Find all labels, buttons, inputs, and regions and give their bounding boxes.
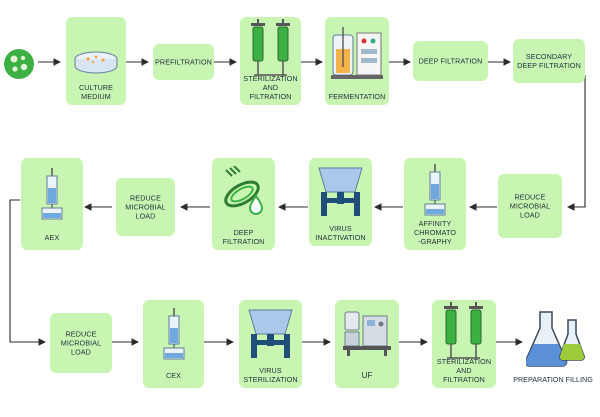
- step-fermentation-label: FERMENTATION: [328, 92, 386, 101]
- step-culture-medium-label: CULTURE MEDIUM: [78, 83, 114, 101]
- step-reduce-microbial-load-3: REDUCE MICROBIAL LOAD: [50, 313, 112, 373]
- step-reduce-microbial-load-2: REDUCE MICROBIAL LOAD: [116, 178, 175, 236]
- step-reduce-microbial-load-3-label: REDUCE MICROBIAL LOAD: [60, 329, 102, 357]
- step-cex: CEX: [143, 300, 204, 388]
- ultrafiltration-machine-icon: [343, 311, 391, 356]
- arrow-secondary-to-reduce: [566, 75, 586, 211]
- step-sterilization-filtration-1: STERILIZATION AND FILTRATION: [240, 17, 301, 105]
- filter-cartridges-icon: [251, 19, 290, 76]
- flasks-icon: [526, 311, 585, 367]
- step-deep-filtration-1-label: DEEP FILTRATION: [418, 56, 483, 66]
- step-affinity-chromatography: AFFINITY CHROMATO -GRAPHY: [404, 158, 466, 250]
- step-prefiltration: PREFILTRATION: [153, 44, 214, 80]
- step-virus-inactivation: VIRUS INACTIVATION: [309, 158, 372, 246]
- filter-drop-icon: [224, 166, 264, 215]
- chromatography-column-icon: [163, 308, 185, 360]
- chromatography-column-icon: [424, 164, 446, 216]
- step-deep-filtration-2: DEEP FILTRATION: [212, 158, 275, 250]
- step-virus-sterilization: VIRUS STERILIZATION: [239, 300, 302, 388]
- cell-culture-icon: [4, 49, 34, 79]
- step-culture-medium: CULTURE MEDIUM: [66, 17, 126, 105]
- step-fermentation: FERMENTATION: [325, 17, 389, 105]
- step-reduce-microbial-load-2-label: REDUCE MICROBIAL LOAD: [125, 193, 166, 221]
- step-sterilization-filtration-2: STERILIZATION AND FILTRATION: [432, 300, 496, 388]
- step-secondary-deep-filtration-label: SECONDARY DEEP FILTRATION: [517, 52, 581, 70]
- step-prefiltration-label: PREFILTRATION: [155, 57, 212, 67]
- step-aex: AEX: [21, 158, 83, 250]
- tank-icon: [248, 309, 293, 358]
- step-preparation-filling-label: PREPARATION FILLING: [513, 375, 593, 384]
- step-sterilization-filtration-2-label: STERILIZATION AND FILTRATION: [436, 357, 492, 384]
- step-virus-sterilization-label: VIRUS STERILIZATION: [243, 366, 298, 384]
- step-cex-label: CEX: [165, 371, 182, 380]
- step-uf: UF: [335, 300, 399, 388]
- step-deep-filtration-2-label: DEEP FILTRATION: [222, 228, 265, 246]
- step-uf-label: UF: [361, 371, 373, 380]
- chromatography-column-icon: [41, 168, 63, 220]
- bioreactor-icon: [331, 27, 383, 79]
- tank-icon: [318, 167, 363, 216]
- step-sterilization-filtration-1-label: STERILIZATION AND FILTRATION: [243, 74, 298, 101]
- step-affinity-chromatography-label: AFFINITY CHROMATO -GRAPHY: [413, 219, 457, 246]
- step-secondary-deep-filtration: SECONDARY DEEP FILTRATION: [513, 39, 585, 83]
- step-aex-label: AEX: [44, 233, 60, 242]
- step-reduce-microbial-load-1-label: REDUCE MICROBIAL LOAD: [509, 192, 551, 220]
- arrow-aex-to-reduce3: [9, 199, 47, 346]
- step-virus-inactivation-label: VIRUS INACTIVATION: [315, 224, 366, 242]
- step-deep-filtration-1: DEEP FILTRATION: [413, 41, 488, 81]
- filter-cartridges-icon: [444, 302, 483, 359]
- petri-dish-icon: [74, 51, 118, 74]
- step-reduce-microbial-load-1: REDUCE MICROBIAL LOAD: [498, 174, 562, 238]
